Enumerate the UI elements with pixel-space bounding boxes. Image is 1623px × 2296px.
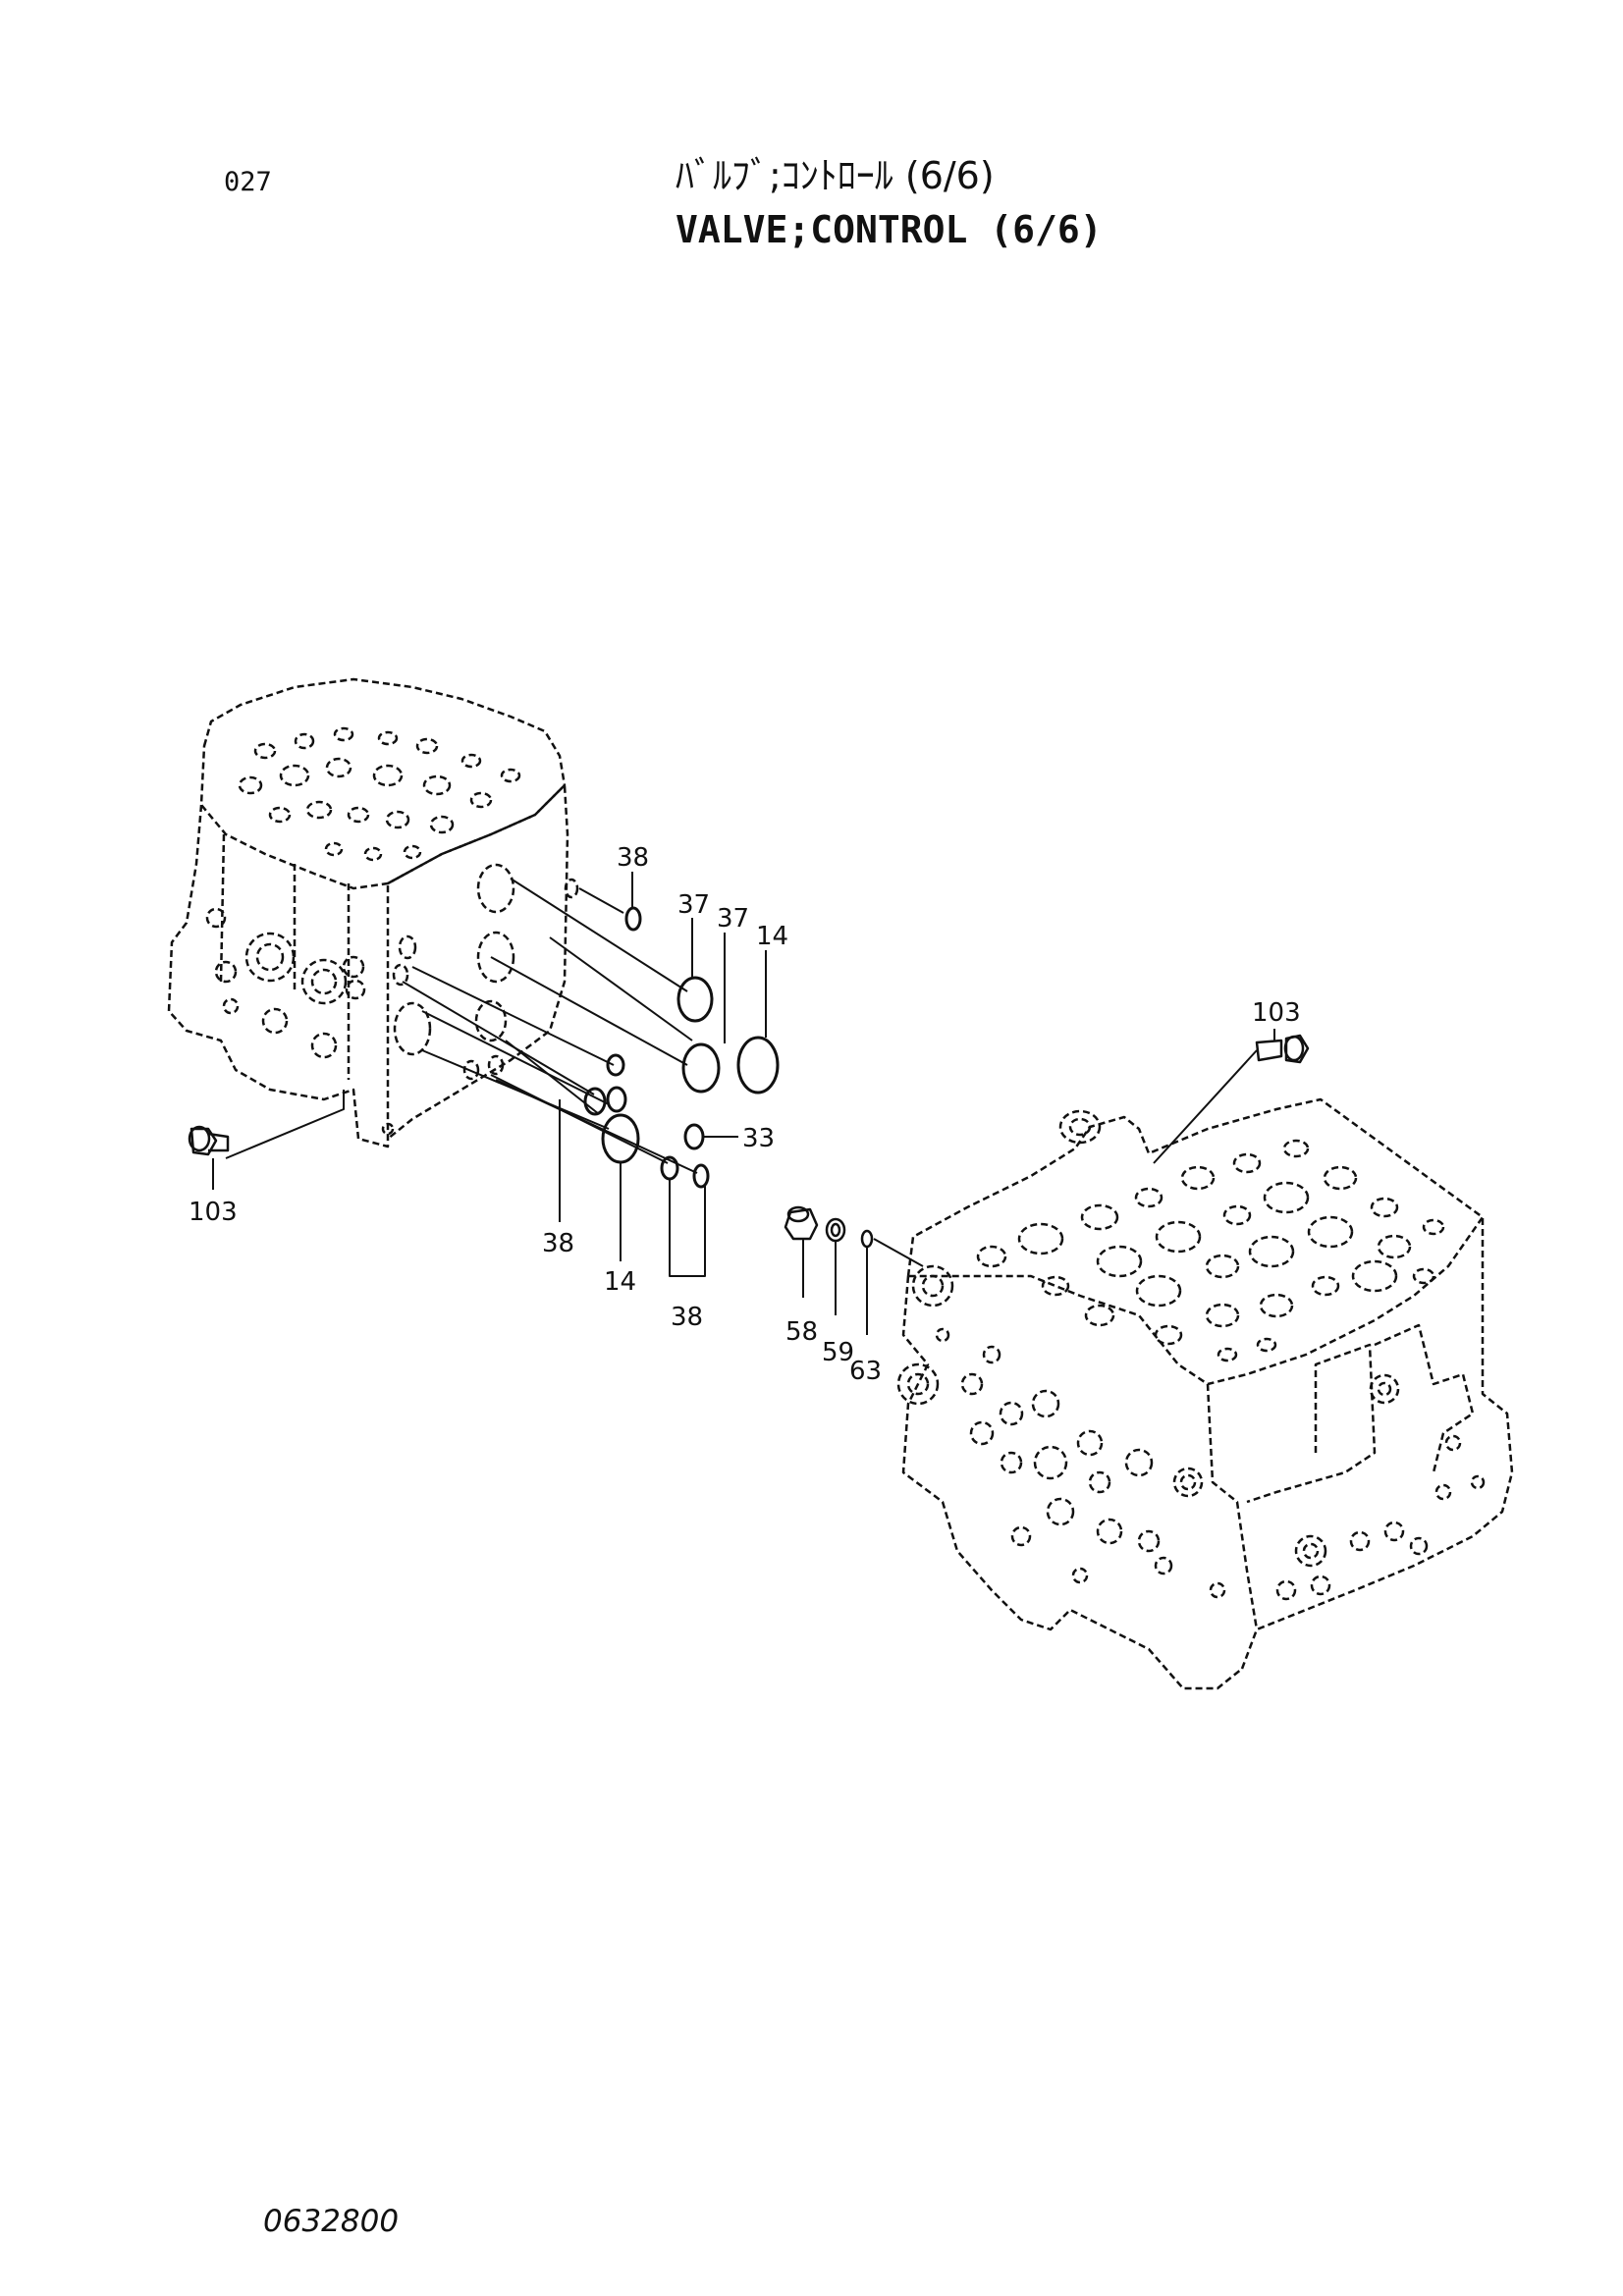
o-rings-left (583, 906, 780, 1189)
callout-59: 59 (822, 1338, 854, 1367)
callout-58: 58 (785, 1317, 818, 1347)
callout-33: 33 (742, 1124, 775, 1153)
page-number: 027 (224, 167, 272, 197)
callout-14-bottom: 14 (604, 1267, 636, 1297)
callout-103-left: 103 (189, 1198, 238, 1227)
drawing-number: 0632800 (263, 2204, 400, 2239)
bolt-103-left (188, 1125, 230, 1156)
plugs-right (784, 1205, 874, 1249)
callout-leaders-right (802, 1029, 1275, 1335)
callout-37-b: 37 (717, 904, 749, 934)
washer-59 (825, 1217, 846, 1243)
o-ring-37-a (676, 976, 714, 1023)
right-valve-block (896, 1097, 1514, 1690)
o-ring-37-b (681, 1042, 721, 1094)
title-english: VALVE;CONTROL (6/6) (676, 208, 1103, 251)
o-ring-63 (860, 1229, 874, 1249)
callout-labels: 38 37 37 14 33 103 38 14 38 103 58 59 63 (189, 843, 1301, 1386)
o-ring-14-bottom (601, 1113, 640, 1164)
bolt-103-right (1255, 1034, 1310, 1064)
callout-38-mid: 38 (542, 1229, 574, 1258)
callout-38-top: 38 (617, 843, 649, 873)
plug-58 (784, 1207, 819, 1241)
title-japanese: ﾊﾞﾙﾌﾞ;ｺﾝﾄﾛｰﾙ (6/6) (676, 154, 995, 197)
callout-37-a: 37 (677, 890, 710, 920)
left-leader-lines (225, 878, 698, 1174)
callout-leaders-left (212, 872, 767, 1277)
callout-38-bottom: 38 (671, 1303, 703, 1332)
left-valve-block (167, 677, 579, 1148)
o-ring-38-top (624, 906, 642, 932)
callout-63: 63 (849, 1357, 882, 1386)
o-ring-33 (683, 1123, 705, 1150)
callout-14-right: 14 (756, 922, 788, 951)
callout-103-right: 103 (1252, 998, 1301, 1028)
o-ring-14-right (736, 1036, 780, 1095)
